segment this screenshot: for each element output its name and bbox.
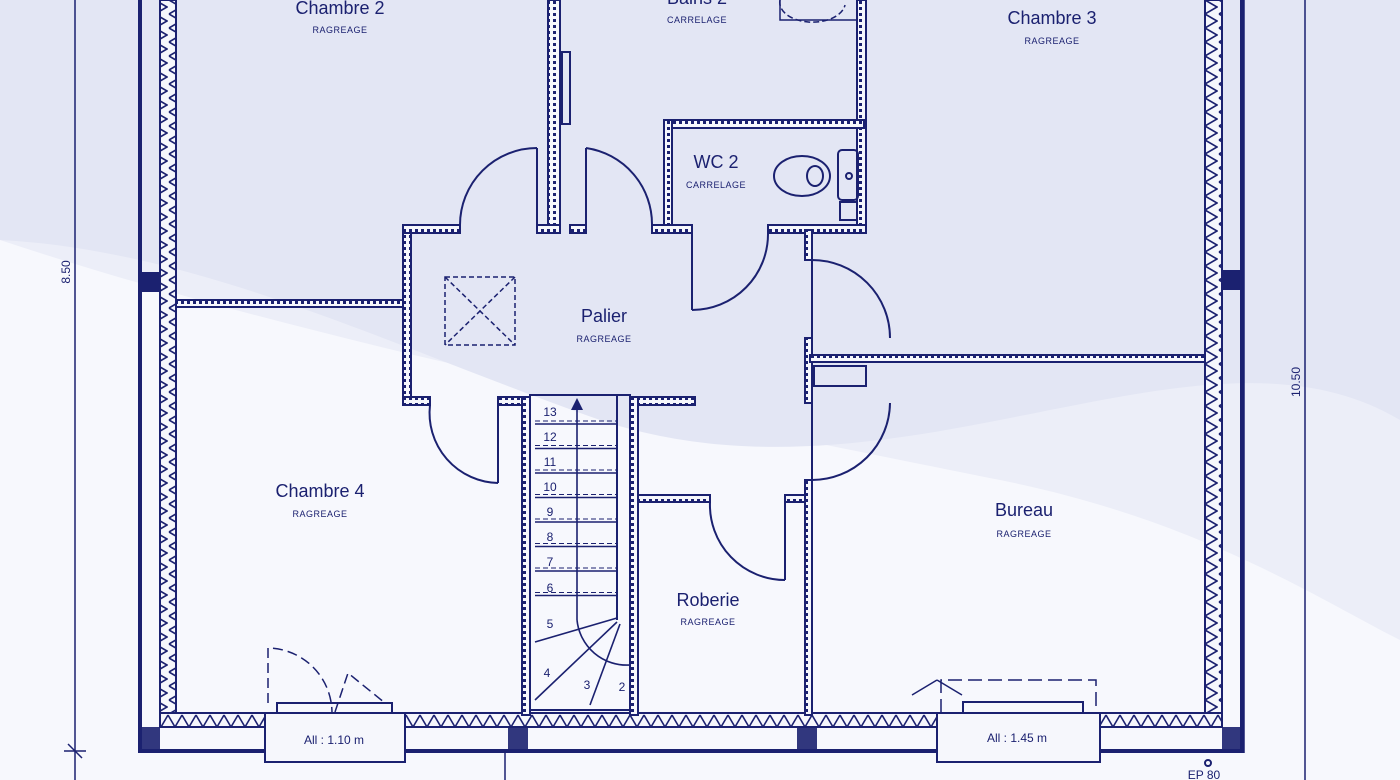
stair-step-number: 6 xyxy=(547,581,554,595)
stair-step-number: 7 xyxy=(547,555,554,569)
room-chambre-2: Chambre 2 RAGREAGE xyxy=(295,0,384,35)
room-palier: Palier RAGREAGE xyxy=(576,306,631,344)
dimension-left: 8.50 xyxy=(59,0,86,780)
room-floor: RAGREAGE xyxy=(680,617,735,627)
stair-step-number: 10 xyxy=(543,480,557,494)
stair-step-number: 13 xyxy=(543,405,557,419)
background-swoosh xyxy=(0,240,1400,780)
stair-step-number: 9 xyxy=(547,505,554,519)
stair-arrow-icon xyxy=(571,398,583,410)
room-chambre-3: Chambre 3 RAGREAGE xyxy=(1007,8,1096,46)
room-floor: RAGREAGE xyxy=(1024,36,1079,46)
room-wc-2: WC 2 CARRELAGE xyxy=(686,152,746,190)
room-floor: RAGREAGE xyxy=(576,334,631,344)
room-floor: RAGREAGE xyxy=(312,25,367,35)
ep-marker: EP 80 xyxy=(1188,759,1221,780)
stair-step-number: 2 xyxy=(619,680,626,694)
dimension-left-label: 8.50 xyxy=(59,260,73,284)
stair-step-number: 4 xyxy=(544,666,551,680)
stair-step-number: 5 xyxy=(547,617,554,631)
room-floor: CARRELAGE xyxy=(686,180,746,190)
stair-step-number: 3 xyxy=(584,678,591,692)
skylight-icon xyxy=(444,276,516,346)
room-roberie: Roberie RAGREAGE xyxy=(676,590,739,627)
room-name: Chambre 2 xyxy=(295,0,384,18)
ep-label: EP 80 xyxy=(1188,768,1221,780)
stair-step-number: 8 xyxy=(547,530,554,544)
room-chambre-4: Chambre 4 RAGREAGE xyxy=(275,481,364,519)
window-right-label: All : 1.45 m xyxy=(987,731,1047,745)
dimension-right-label: 10.50 xyxy=(1289,367,1303,397)
room-name: Roberie xyxy=(676,590,739,610)
toilet-icon xyxy=(773,149,859,221)
room-name: Bureau xyxy=(995,500,1053,520)
shower-icon xyxy=(778,0,857,23)
interior-walls xyxy=(175,0,1206,716)
stair-step-number: 12 xyxy=(543,430,557,444)
stair-step-number: 11 xyxy=(544,455,557,469)
room-floor: CARRELAGE xyxy=(667,15,727,25)
room-bains-2: Bains 2 CARRELAGE xyxy=(667,0,727,25)
room-name: Palier xyxy=(581,306,627,326)
doors xyxy=(428,147,891,581)
window-left: All : 1.10 m xyxy=(264,647,406,763)
room-name: Chambre 4 xyxy=(275,481,364,501)
room-floor: RAGREAGE xyxy=(996,529,1051,539)
window-left-label: All : 1.10 m xyxy=(304,733,364,747)
room-floor: RAGREAGE xyxy=(292,509,347,519)
room-bureau: Bureau RAGREAGE xyxy=(995,500,1053,539)
background-swoosh-top xyxy=(0,0,1400,447)
dimension-right: 10.50 xyxy=(1289,0,1306,780)
room-name: Chambre 3 xyxy=(1007,8,1096,28)
window-right: All : 1.45 m xyxy=(911,679,1101,763)
staircase: 13 12 11 10 9 8 7 6 5 4 3 2 xyxy=(529,394,631,711)
room-name: Bains 2 xyxy=(667,0,727,8)
room-name: WC 2 xyxy=(694,152,739,172)
exterior-walls xyxy=(138,0,1245,780)
